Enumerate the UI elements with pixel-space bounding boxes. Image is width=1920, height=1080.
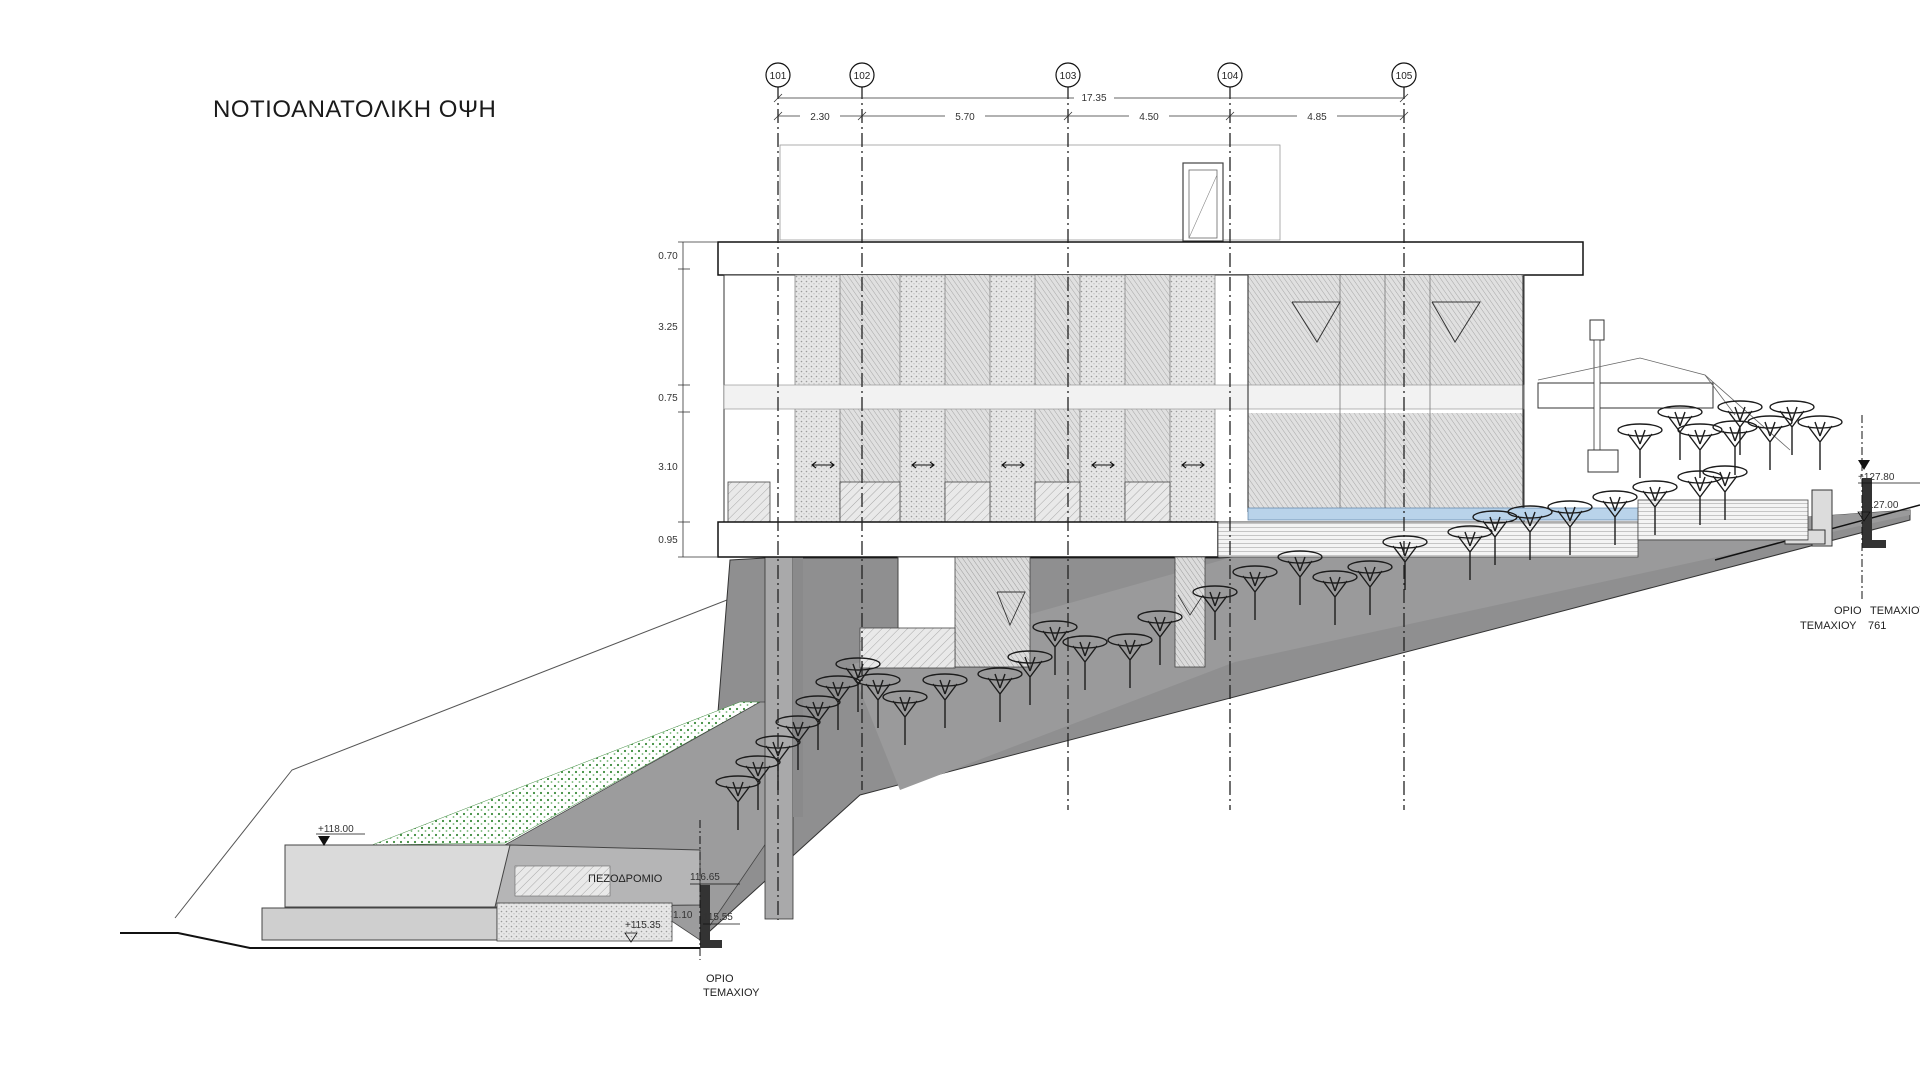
tree-9 [882, 690, 928, 745]
axis-marker-101: 101 [765, 62, 791, 88]
tree-33 [1747, 415, 1793, 470]
tree-22 [1382, 535, 1428, 590]
elevation-left-mid: 116.65 [690, 872, 720, 883]
elevation-marker-right-lower: +127.00 [1857, 500, 1899, 522]
landscape-trees [715, 400, 1843, 830]
tree-13 [1032, 620, 1078, 675]
axis-label-102: 102 [854, 71, 871, 82]
axis-label-105: 105 [1396, 71, 1413, 82]
tree-4 [775, 715, 821, 770]
elevation-marker-left-b: +115.35 [624, 920, 661, 943]
tree-32 [1712, 420, 1758, 475]
elevation-left-a: 115.55 [703, 912, 733, 923]
svg-text:+118.00: +118.00 [318, 824, 354, 835]
axis-marker-105: 105 [1391, 62, 1417, 88]
dimension-span-3: 4.50 [1139, 112, 1159, 123]
axis-label-104: 104 [1222, 71, 1239, 82]
tree-38 [1769, 400, 1815, 455]
tree-15 [1107, 633, 1153, 688]
dimension-span-4: 4.85 [1307, 112, 1327, 123]
tree-27 [1592, 490, 1638, 545]
tree-21 [1347, 560, 1393, 615]
label-sidewalk: ΠΕΖΟΔΡΟΜΙΟ [588, 873, 663, 885]
grid-axes: 101 102 103 104 105 [765, 62, 1417, 920]
axis-marker-102: 102 [849, 62, 875, 88]
svg-text:+115.35: +115.35 [625, 920, 661, 931]
axis-label-101: 101 [770, 71, 787, 82]
tree-20 [1312, 570, 1358, 625]
tree-1 [715, 775, 761, 830]
tree-19 [1277, 550, 1323, 605]
tree-17 [1192, 585, 1238, 640]
tree-16 [1137, 610, 1183, 665]
dimension-left-height: 1.10 [673, 910, 693, 921]
tree-35 [1617, 423, 1663, 478]
dimension-lower-floor: 3.10 [658, 462, 678, 473]
label-boundary-right-3: ΤΕΜΑΧΙΟΥ [1800, 620, 1857, 632]
tree-8 [855, 673, 901, 728]
axis-marker-103: 103 [1055, 62, 1081, 88]
tree-36 [1657, 405, 1703, 460]
elevation-marker-right-upper: +127.80 [1858, 460, 1920, 484]
tree-11 [977, 667, 1023, 722]
tree-25 [1507, 505, 1553, 560]
label-boundary-left-1: ΟΡΙΟ [706, 973, 734, 985]
vertical-dimensions [678, 241, 718, 558]
tree-37 [1717, 400, 1763, 455]
tree-10 [922, 673, 968, 728]
tree-5 [795, 695, 841, 750]
tree-18 [1232, 565, 1278, 620]
dimension-upper-floor: 3.25 [658, 322, 678, 333]
svg-text:+127.80: +127.80 [1858, 472, 1895, 483]
tree-28 [1632, 480, 1678, 535]
dimension-overall: 17.35 [1081, 93, 1106, 104]
tree-12 [1007, 650, 1053, 705]
label-boundary-right-2: ΤΕΜΑΧΙΟΥ [1870, 605, 1920, 617]
drawing-title: ΝΟΤΙΟΑΝΑΤΟΛΙΚΗ ΟΨΗ [213, 96, 496, 123]
dimension-span-2: 5.70 [955, 112, 975, 123]
dimension-mid-slab: 0.75 [658, 393, 678, 404]
dimension-floor-slab: 0.95 [658, 535, 678, 546]
label-boundary-right-4: 761 [1868, 620, 1886, 632]
tree-26 [1547, 500, 1593, 555]
svg-text:+127.00: +127.00 [1862, 500, 1899, 511]
tree-2 [735, 755, 781, 810]
tree-31 [1677, 423, 1723, 478]
axis-marker-104: 104 [1217, 62, 1243, 88]
label-boundary-left-2: ΤΕΜΑΧΙΟΥ [703, 987, 760, 999]
label-boundary-right-1: ΟΡΙΟ [1834, 605, 1862, 617]
dimension-span-1: 2.30 [810, 112, 830, 123]
tree-30 [1702, 465, 1748, 520]
tree-34 [1797, 415, 1843, 470]
elevation-marker-left-upper: +118.00 [316, 824, 365, 846]
axis-label-103: 103 [1060, 71, 1077, 82]
tree-14 [1062, 635, 1108, 690]
dimension-roof-slab: 0.70 [658, 251, 678, 262]
